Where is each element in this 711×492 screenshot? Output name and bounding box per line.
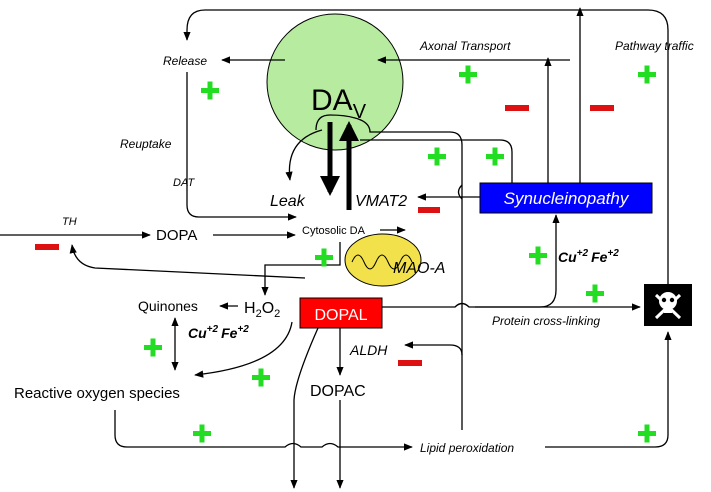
vesicle-syn-line: [360, 139, 513, 183]
quinones-label: Quinones: [138, 298, 198, 314]
pathway-traffic-label: Pathway traffic: [615, 39, 694, 53]
h2o2-to-ros-arrow: [194, 321, 293, 378]
synucleinopathy-label: Synucleinopathy: [504, 189, 630, 208]
lipid-to-skull-arrow: [545, 331, 672, 448]
th-label: TH: [62, 216, 77, 228]
dopal-label: DOPAL: [314, 307, 367, 324]
dopac-label: DOPAC: [310, 383, 366, 400]
mao-a-label: MAO-A: [393, 260, 445, 277]
dopal-to-skull-arrow: [382, 302, 641, 311]
vesicle-circle: [266, 13, 404, 151]
dopa-label: DOPA: [156, 227, 197, 244]
skull-and-crossbones-icon: [644, 284, 692, 326]
leak-curve: [285, 129, 323, 181]
pathway-traffic-loop: [183, 9, 669, 290]
ros-to-lipid-line: [114, 410, 413, 451]
axonal-transport-label: Axonal Transport: [419, 39, 511, 53]
h2o2-label: H2O2: [244, 300, 280, 320]
lipid-peroxidation-label: Lipid peroxidation: [420, 441, 514, 455]
dopal-down-line: [293, 327, 319, 430]
regulation-signs: [35, 65, 656, 443]
ros-label: Reactive oxygen species: [14, 385, 180, 402]
aldh-label: ALDH: [349, 342, 388, 358]
vesicle-label: DAV: [311, 84, 367, 123]
crossing-hop-1: [457, 184, 463, 200]
leak-label: Leak: [270, 193, 306, 210]
dopal-box: [299, 297, 383, 329]
feedback-to-th-arrow: [69, 244, 306, 279]
crosslink-to-syn-arrow: [475, 214, 560, 308]
reuptake-line: [186, 72, 297, 221]
mitochondria-icon: [344, 233, 422, 287]
mitochondria-cristae: [351, 254, 413, 270]
lipid-to-aldh-arrow: [404, 341, 463, 356]
cytosolic-to-dopal-arrow: [261, 242, 341, 296]
dat-label: DAT: [173, 177, 195, 189]
release-label: Release: [163, 54, 207, 68]
cytosolic-da-label: Cytosolic DA: [302, 225, 366, 237]
synucleinopathy-box: [479, 182, 653, 214]
vmat2-label: VMAT2: [355, 193, 407, 210]
vesicle-right-line: [315, 114, 463, 430]
protein-crosslinking-label: Protein cross-linking: [492, 314, 600, 328]
reuptake-label: Reuptake: [120, 137, 172, 151]
